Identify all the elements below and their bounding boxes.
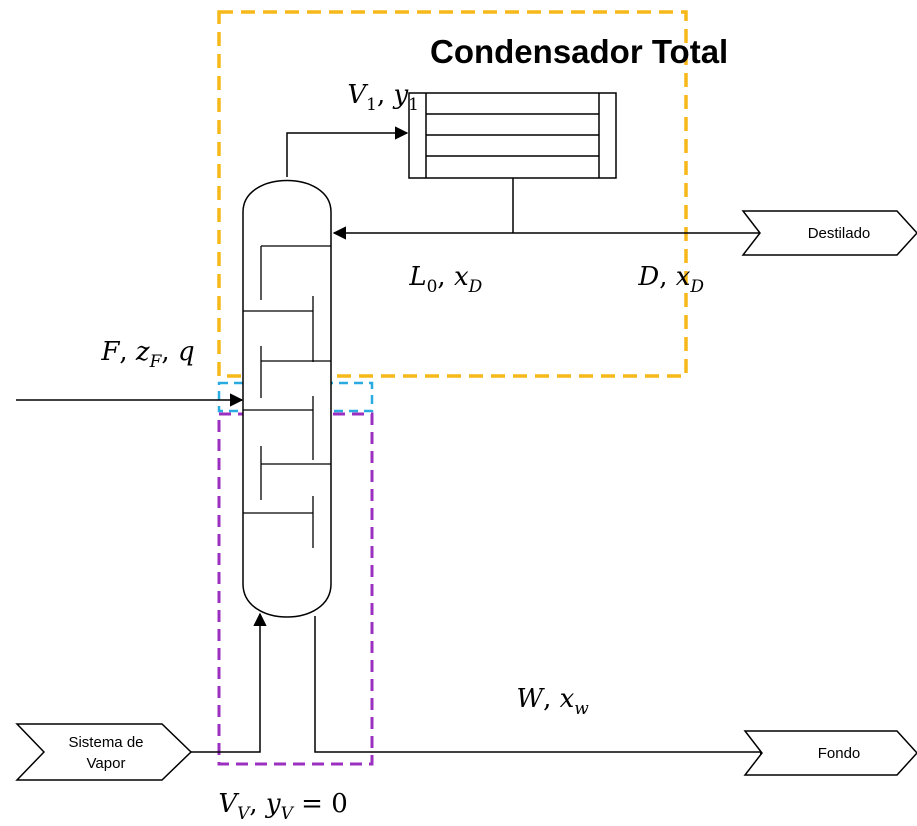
distillation-column	[242, 179, 332, 618]
condenser-envelope	[217, 10, 688, 378]
fondo-label: Fondo	[818, 745, 861, 762]
steam-line	[188, 612, 267, 753]
bottoms-line	[314, 616, 774, 759]
bottoms-label: W, xw	[475, 684, 614, 721]
reflux-label: L0, xD	[368, 262, 507, 299]
distillate-label: D, xD	[597, 262, 729, 299]
condenser	[408, 92, 617, 179]
destilado-tag	[741, 210, 917, 256]
steam-system-label: Sistema de	[68, 734, 143, 751]
vapor-top-label: V1, y1	[306, 80, 444, 117]
destilado-label: Destilado	[808, 225, 871, 242]
steam-label: VV, yV = 0	[177, 789, 373, 824]
column-trays	[243, 245, 331, 548]
diagram-title: Condensador Total	[430, 33, 728, 70]
feed-label: F, zF, q	[60, 337, 219, 372]
steam-system-tag	[15, 723, 193, 781]
fondo-tag	[743, 730, 917, 776]
steam-system-label-2: Vapor	[87, 755, 126, 772]
vapor-overhead-line	[286, 126, 409, 177]
